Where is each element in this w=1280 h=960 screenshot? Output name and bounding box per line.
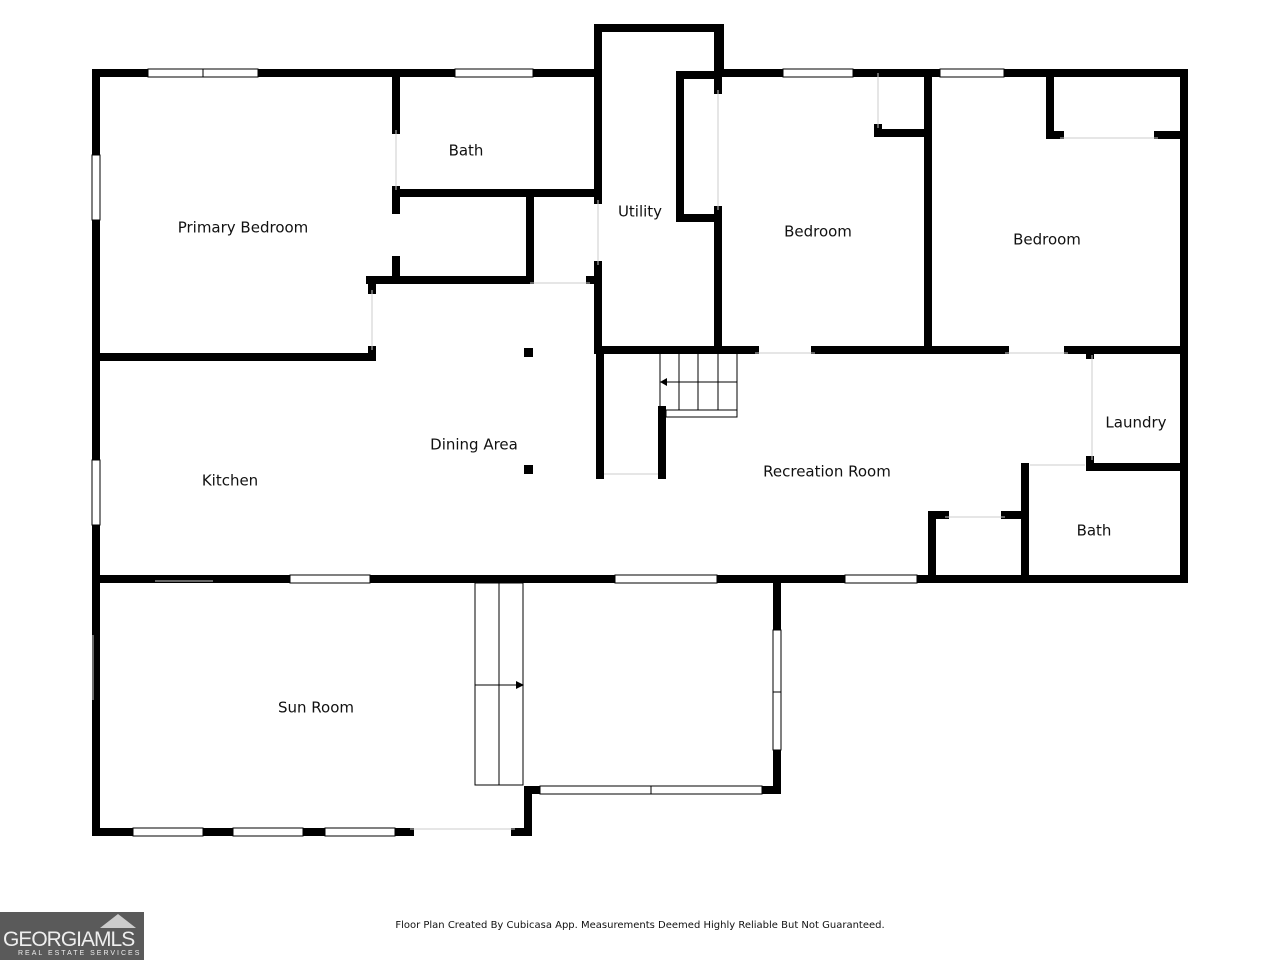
room-label-bath: Bath <box>449 142 484 160</box>
doors <box>92 73 1158 830</box>
walls <box>92 24 1188 836</box>
room-label-bedroom: Bedroom <box>784 223 852 241</box>
logo-name: GEORGIAMLS <box>3 928 135 951</box>
stair-arrow-icon <box>516 681 524 689</box>
room-label-laundry: Laundry <box>1105 414 1166 432</box>
room-label-recreation-room: Recreation Room <box>763 463 891 481</box>
windows <box>91 68 1005 837</box>
dining-post <box>524 465 533 474</box>
disclaimer-text: Floor Plan Created By Cubicasa App. Meas… <box>395 920 885 931</box>
stairs-sunroom <box>474 582 524 786</box>
stair-arrow-icon <box>660 378 667 386</box>
room-label-utility: Utility <box>618 203 662 221</box>
dining-post <box>524 348 533 357</box>
room-label-sun-room: Sun Room <box>278 699 354 717</box>
room-label-bath: Bath <box>1077 522 1112 540</box>
room-label-dining-area: Dining Area <box>430 436 518 454</box>
logo-tagline: REAL ESTATE SERVICES <box>18 950 142 957</box>
roof-icon <box>100 914 136 928</box>
stairs-upper <box>659 352 738 418</box>
georgia-mls-logo: GEORGIAMLS REAL ESTATE SERVICES <box>0 912 144 960</box>
room-label-bedroom: Bedroom <box>1013 231 1081 249</box>
room-label-primary-bedroom: Primary Bedroom <box>178 219 309 237</box>
room-label-kitchen: Kitchen <box>202 472 258 490</box>
